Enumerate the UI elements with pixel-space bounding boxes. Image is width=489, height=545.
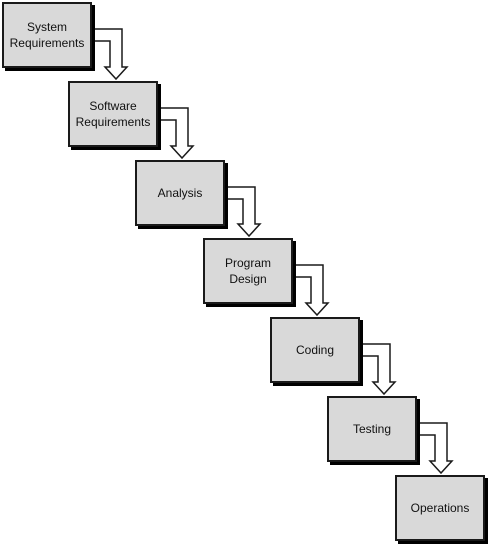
flow-arrow-5: [359, 343, 397, 396]
flow-arrow-4: [292, 264, 330, 317]
step-label: Program Design: [224, 256, 271, 286]
step-label: Software Requirements: [75, 99, 151, 129]
step-program-design: Program Design: [203, 238, 293, 304]
step-label: Operations: [410, 501, 470, 515]
flow-arrow-2: [157, 107, 195, 160]
step-software-requirements: Software Requirements: [68, 81, 158, 147]
step-label: Analysis: [157, 186, 203, 200]
step-analysis: Analysis: [135, 160, 225, 226]
step-label: System Requirements: [9, 20, 85, 50]
step-testing: Testing: [327, 396, 417, 462]
flow-arrow-1: [91, 28, 129, 81]
step-operations: Operations: [395, 475, 485, 541]
flow-arrow-3: [224, 186, 262, 238]
step-coding: Coding: [270, 317, 360, 383]
step-system-requirements: System Requirements: [2, 2, 92, 68]
flow-arrow-6: [416, 422, 454, 475]
step-label: Testing: [352, 422, 392, 436]
step-label: Coding: [295, 343, 335, 357]
